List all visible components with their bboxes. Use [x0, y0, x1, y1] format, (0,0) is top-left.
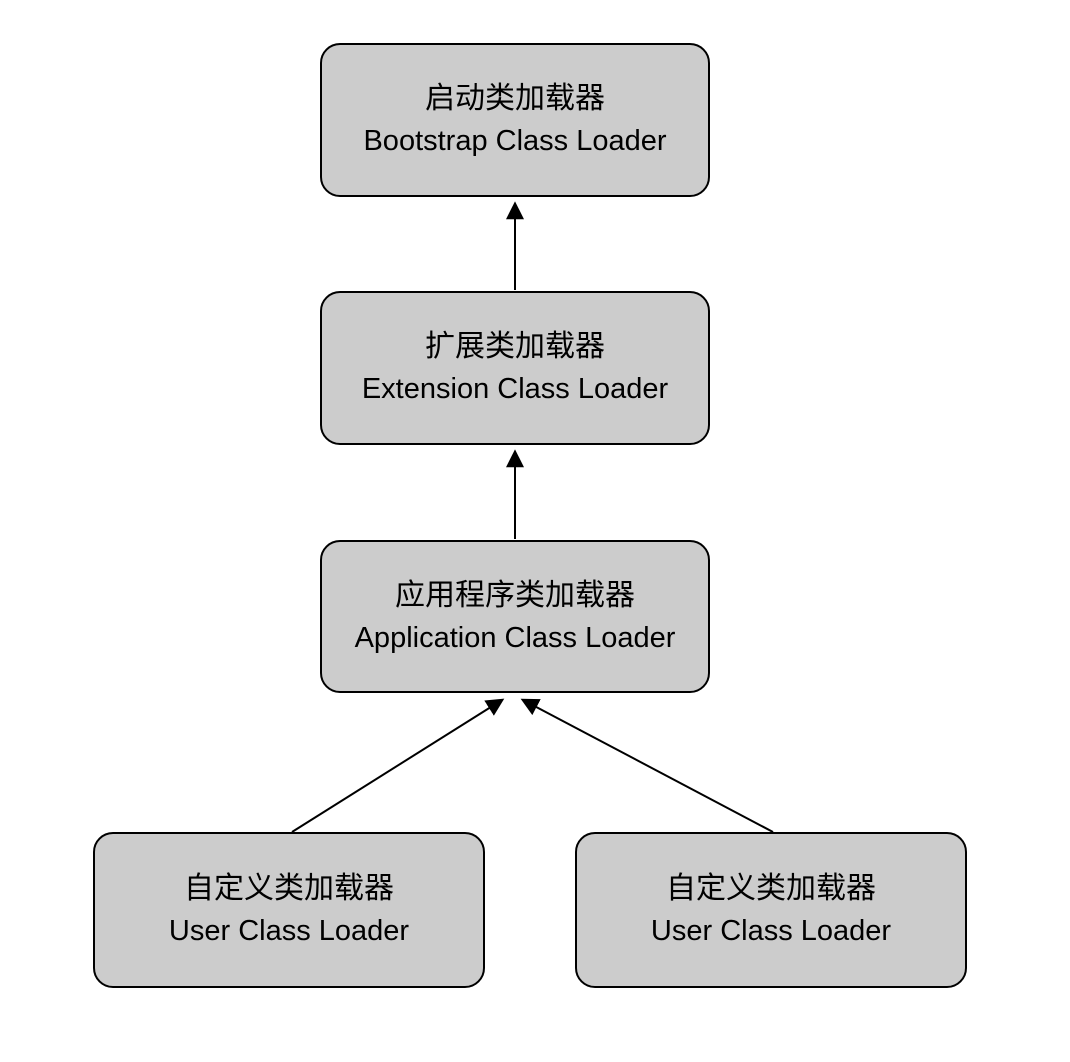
node-user-class-loader-right: 自定义类加载器 User Class Loader — [575, 832, 967, 988]
arrow-user-left-to-application — [291, 698, 505, 833]
node-label-en: Extension Class Loader — [361, 373, 669, 405]
node-label-zh: 应用程序类加载器 — [395, 578, 635, 612]
node-extension-class-loader: 扩展类加载器 Extension Class Loader — [320, 291, 710, 445]
node-user-class-loader-left: 自定义类加载器 User Class Loader — [93, 832, 485, 988]
node-bootstrap-class-loader: 启动类加载器 Bootstrap Class Loader — [320, 43, 710, 197]
node-label-zh: 自定义类加载器 — [666, 872, 876, 905]
arrow-user-right-to-application — [520, 698, 774, 833]
node-label-en: User Class Loader — [168, 915, 410, 947]
node-label-en: User Class Loader — [650, 915, 892, 947]
node-label-en: Application Class Loader — [354, 621, 676, 654]
node-label-zh: 启动类加载器 — [425, 82, 605, 115]
node-label-en: Bootstrap Class Loader — [363, 125, 667, 157]
node-label-zh: 自定义类加载器 — [184, 872, 394, 905]
node-application-class-loader: 应用程序类加载器 Application Class Loader — [320, 540, 710, 693]
node-label-zh: 扩展类加载器 — [425, 330, 605, 363]
